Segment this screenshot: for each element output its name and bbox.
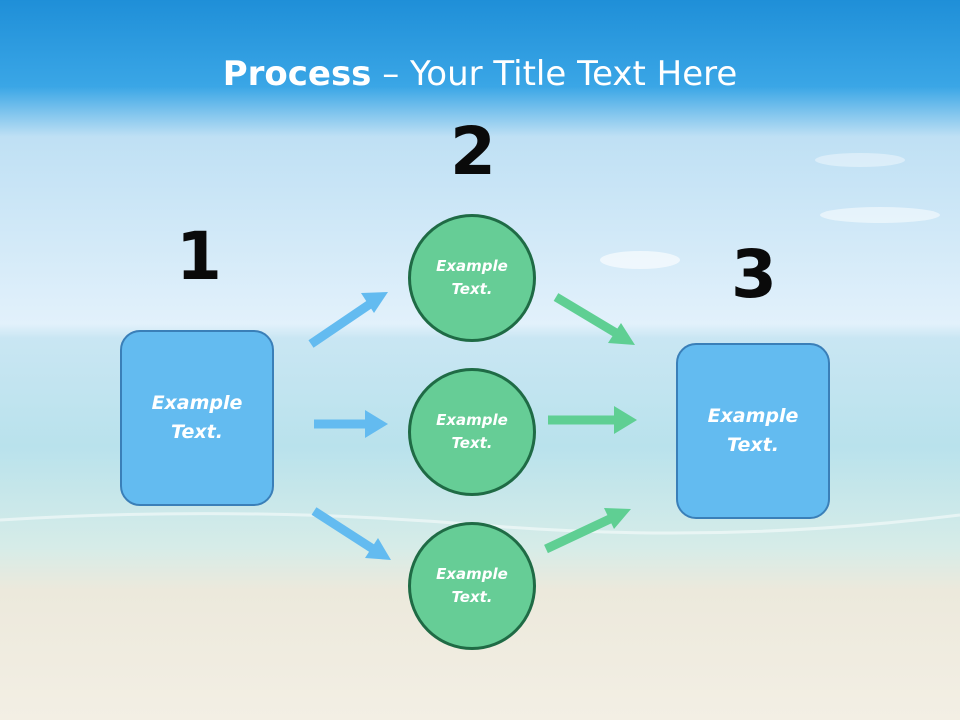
step-3-number: 3 (731, 236, 777, 313)
title-bold: Process (222, 54, 372, 94)
circle-middle-label-line2: Text. (451, 434, 493, 452)
arrow-right-middle (548, 406, 637, 434)
circle-bottom-label-line1: Example (436, 565, 508, 583)
step-1-label-line1: Example (151, 392, 243, 414)
arrow-right-down (553, 293, 635, 345)
step-1-label-line2: Text. (171, 421, 223, 443)
arrow-left-middle (314, 410, 388, 438)
circle-bottom-label-line2: Text. (451, 588, 493, 606)
step-1-number: 1 (176, 218, 222, 295)
circle-middle-label-line1: Example (436, 411, 508, 429)
step-3-box: Example Text. (676, 343, 830, 519)
circle-top: Example Text. (408, 214, 536, 342)
page-title: Process – Your Title Text Here (0, 52, 960, 96)
arrow-left-down (311, 507, 391, 560)
circle-top-label-line2: Text. (451, 280, 493, 298)
step-1-box: Example Text. (120, 330, 274, 506)
step-3-label-line1: Example (707, 405, 799, 427)
step-3-label-line2: Text. (727, 434, 779, 456)
arrow-left-up (308, 292, 388, 348)
circle-top-label-line1: Example (436, 257, 508, 275)
circle-bottom: Example Text. (408, 522, 536, 650)
title-rest: – Your Title Text Here (371, 54, 738, 94)
circle-middle: Example Text. (408, 368, 536, 496)
arrow-right-up (544, 508, 631, 554)
step-2-number: 2 (450, 113, 496, 190)
